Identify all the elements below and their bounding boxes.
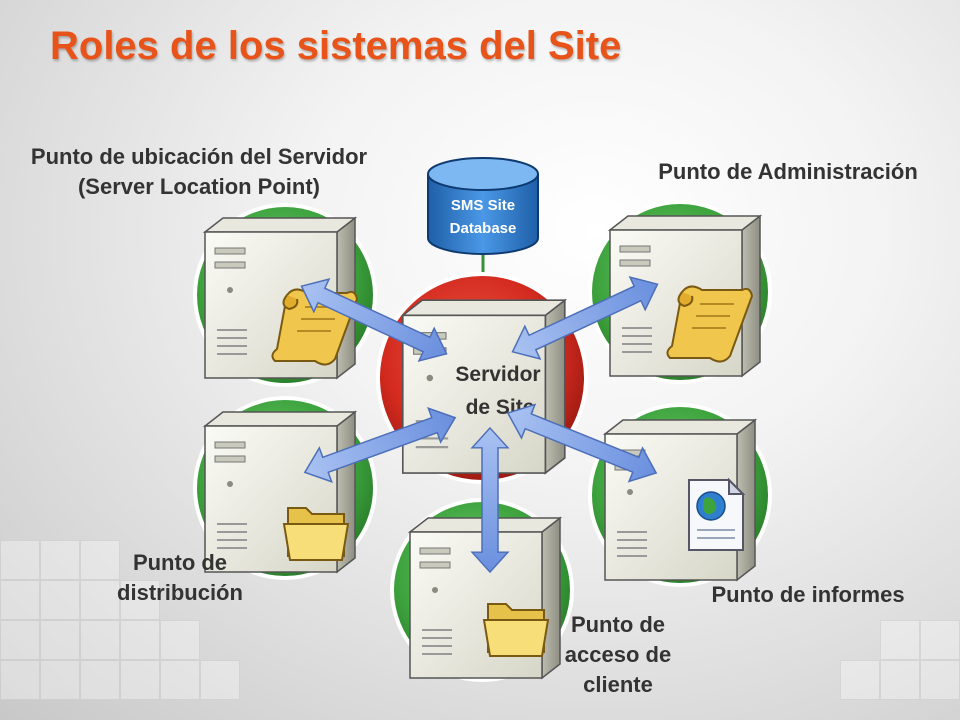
label-line: Punto de xyxy=(132,550,228,575)
label-server-location-point: Punto de ubicación del Servidor (Server … xyxy=(2,142,396,202)
label-line: distribución xyxy=(117,580,243,605)
label-client-access-point: Punto de acceso de cliente xyxy=(538,610,698,700)
role-circle-management-point xyxy=(588,200,772,384)
background-tiles xyxy=(0,520,960,720)
center-label-line1: Servidor xyxy=(455,363,540,386)
database-icon: SMS Site Database xyxy=(427,157,539,255)
role-circle-distribution-point xyxy=(193,396,377,580)
database-label-line1: SMS Site xyxy=(451,197,515,214)
label-line: (Server Location Point) xyxy=(77,174,321,199)
label-line: Punto de ubicación del Servidor xyxy=(30,144,368,169)
label-line: cliente xyxy=(583,672,653,697)
folder-icon xyxy=(283,507,349,561)
slide-title: Roles de los sistemas del Site xyxy=(50,24,622,68)
role-circle-server-location-point xyxy=(193,203,377,387)
label-line: Punto de Administración xyxy=(658,159,918,184)
label-distribution-point: Punto de distribución xyxy=(90,548,270,608)
label-management-point: Punto de Administración xyxy=(628,157,948,187)
label-line: acceso de xyxy=(564,642,672,667)
label-reporting-point: Punto de informes xyxy=(688,580,928,610)
label-line: Punto de informes xyxy=(711,582,905,607)
database-label-line2: Database xyxy=(450,220,517,237)
role-circle-reporting-point xyxy=(588,403,772,587)
web-document-icon xyxy=(688,479,744,551)
label-line: Punto de xyxy=(570,612,666,637)
